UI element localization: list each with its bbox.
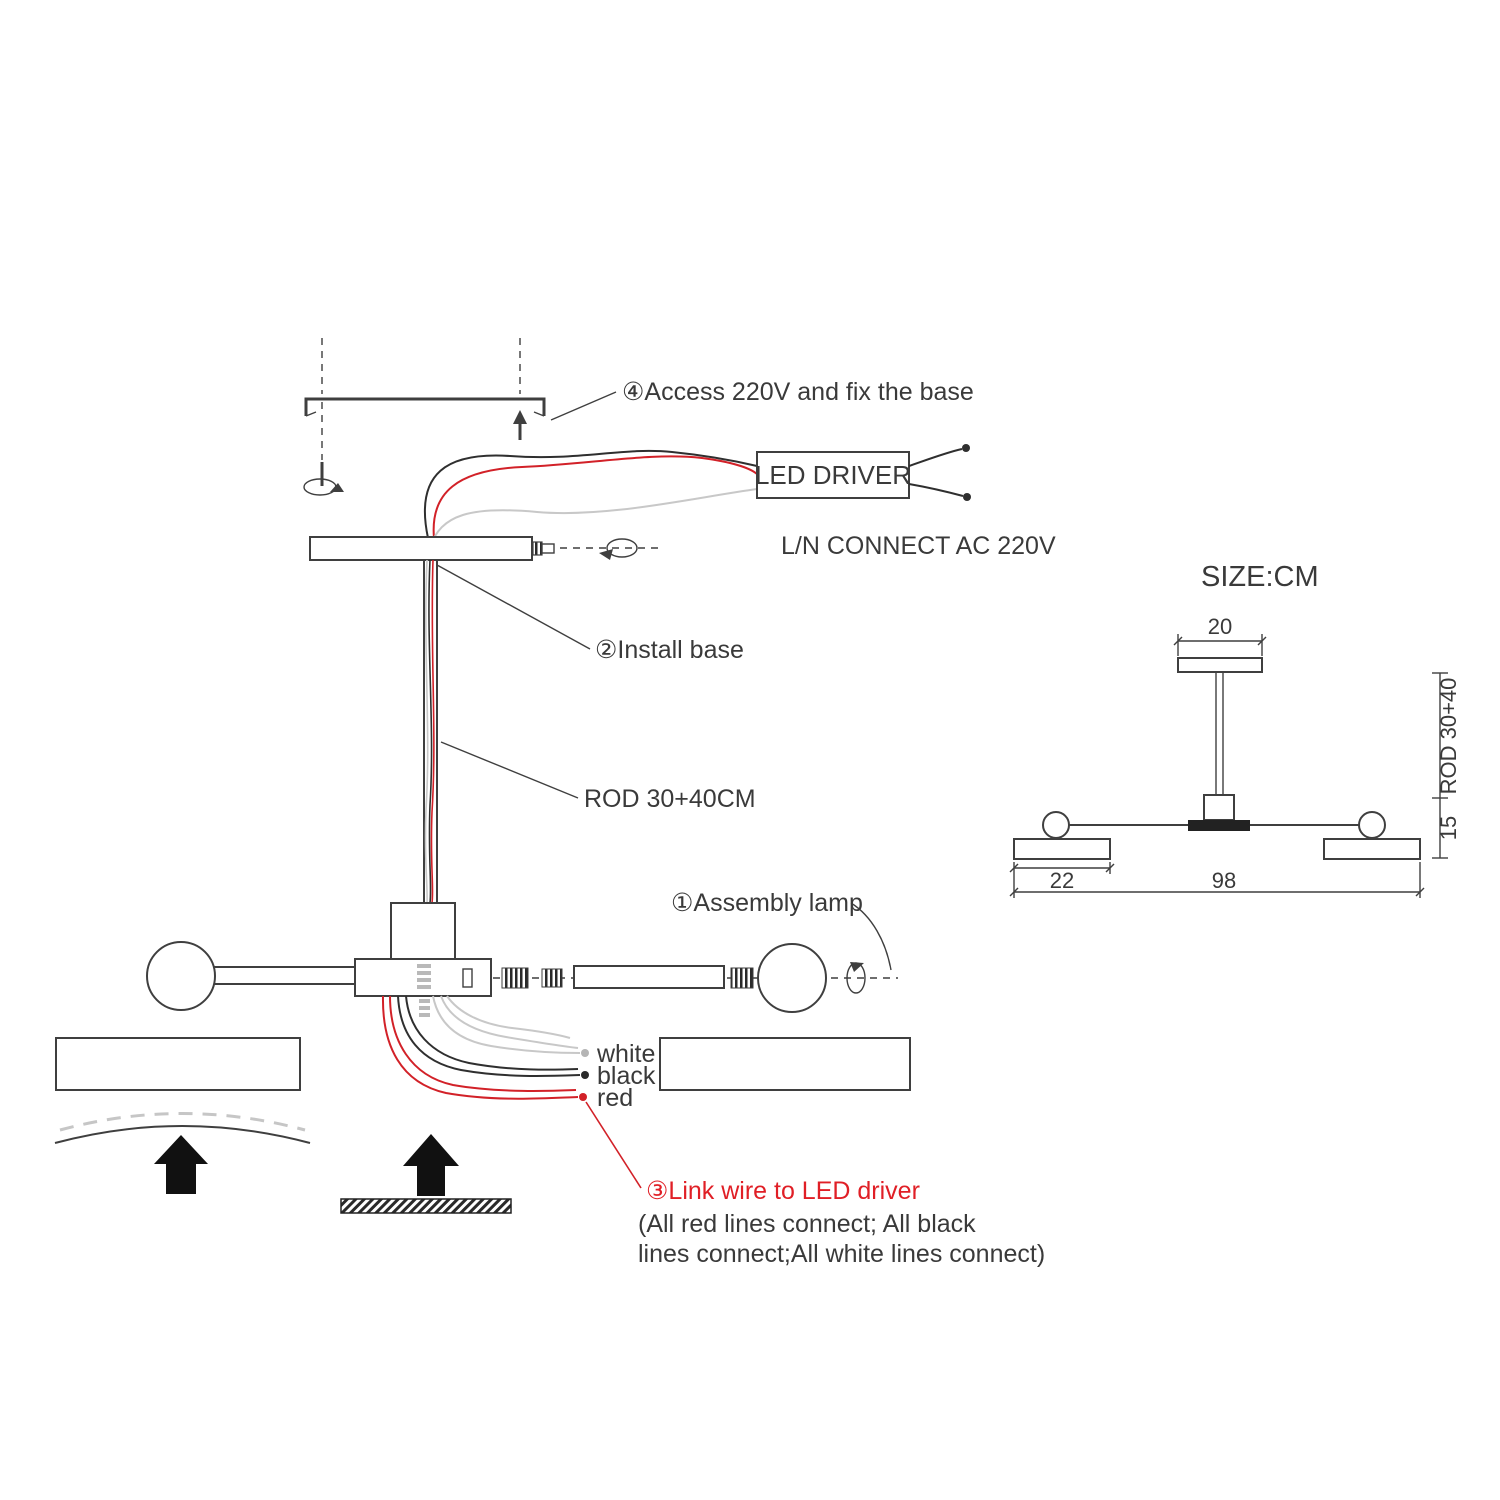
hub-connector [417,964,431,1017]
rod-text: ROD 30+40CM [584,785,756,813]
ceiling-bracket [304,338,546,417]
canopy-screw [532,541,543,556]
step2-callout: ②Install base [436,564,744,664]
front-left-plate [1013,838,1111,860]
left-arm [213,966,356,985]
front-canopy [1177,657,1263,673]
central-hub [354,902,492,1017]
hatched-plate [340,1198,512,1214]
threaded-connector [501,967,529,989]
led-driver-label: LED DRIVER [755,460,911,490]
size-chart: SIZE:CM 20 22 98 ROD 30+40 15 [1009,561,1461,898]
front-left-sphere [1042,811,1070,839]
front-hub [1203,794,1235,821]
rotate-arrow-icon [606,538,638,558]
left-shade-plate [55,1037,301,1091]
wire-label-black: black [597,1062,656,1090]
wire-color-labels: white black red [596,1040,656,1112]
hanging-rod [423,559,438,904]
step3-note-line2: lines connect;All white lines connect) [638,1240,1045,1268]
driver-wires [423,449,758,549]
step1-text: ①Assembly lamp [671,889,863,917]
up-arrow-icon [154,1135,208,1194]
right-arm-assembly [493,943,911,1091]
ceiling-arc-indicator [54,1112,311,1194]
front-hub-base [1188,820,1250,831]
size-title: SIZE:CM [1201,561,1319,593]
left-sphere [146,941,216,1011]
mounting-screw-right [513,410,527,440]
ln-connect-label: L/N CONNECT AC 220V [781,532,1056,560]
front-right-plate [1323,838,1421,860]
white-wire-dot [581,1049,589,1057]
red-wire-dot [579,1093,587,1101]
threaded-connector [541,968,563,988]
black-wire-dot [581,1071,589,1079]
rod-callout: ROD 30+40CM [440,741,756,813]
dim-15: 15 [1436,816,1461,840]
led-driver: LED DRIVER [755,444,971,501]
step4-callout: ④Access 220V and fix the base [550,378,974,421]
dim-22: 22 [1050,868,1074,893]
step3-note-line1: (All red lines connect; All black [638,1210,976,1238]
step2-text: ②Install base [595,636,744,664]
step4-text: ④Access 220V and fix the base [622,378,974,406]
canopy-base [309,536,658,561]
dim-98: 98 [1212,868,1236,893]
step3-text: ③Link wire to LED driver [646,1177,920,1205]
front-right-sphere [1358,811,1386,839]
output-wires [381,995,589,1101]
up-arrow-icon [403,1134,459,1196]
step3-callout: ③Link wire to LED driver (All red lines … [585,1101,1045,1268]
step1-callout: ①Assembly lamp [671,889,892,971]
left-arm-assembly [55,941,356,1091]
right-arm [573,965,725,989]
wire-label-white: white [596,1040,655,1068]
right-sphere [757,943,827,1013]
right-shade-plate [659,1037,911,1091]
wire-label-red: red [597,1084,633,1112]
rotate-arrow-icon [303,478,337,496]
mount-plate-indicator [340,1134,512,1214]
mounting-screw-left [303,402,344,496]
threaded-connector [730,967,754,989]
wire-end-dot [962,444,970,452]
dim-rod: ROD 30+40 [1436,678,1461,795]
dim-20: 20 [1208,614,1232,639]
wire-end-dot [963,493,971,501]
